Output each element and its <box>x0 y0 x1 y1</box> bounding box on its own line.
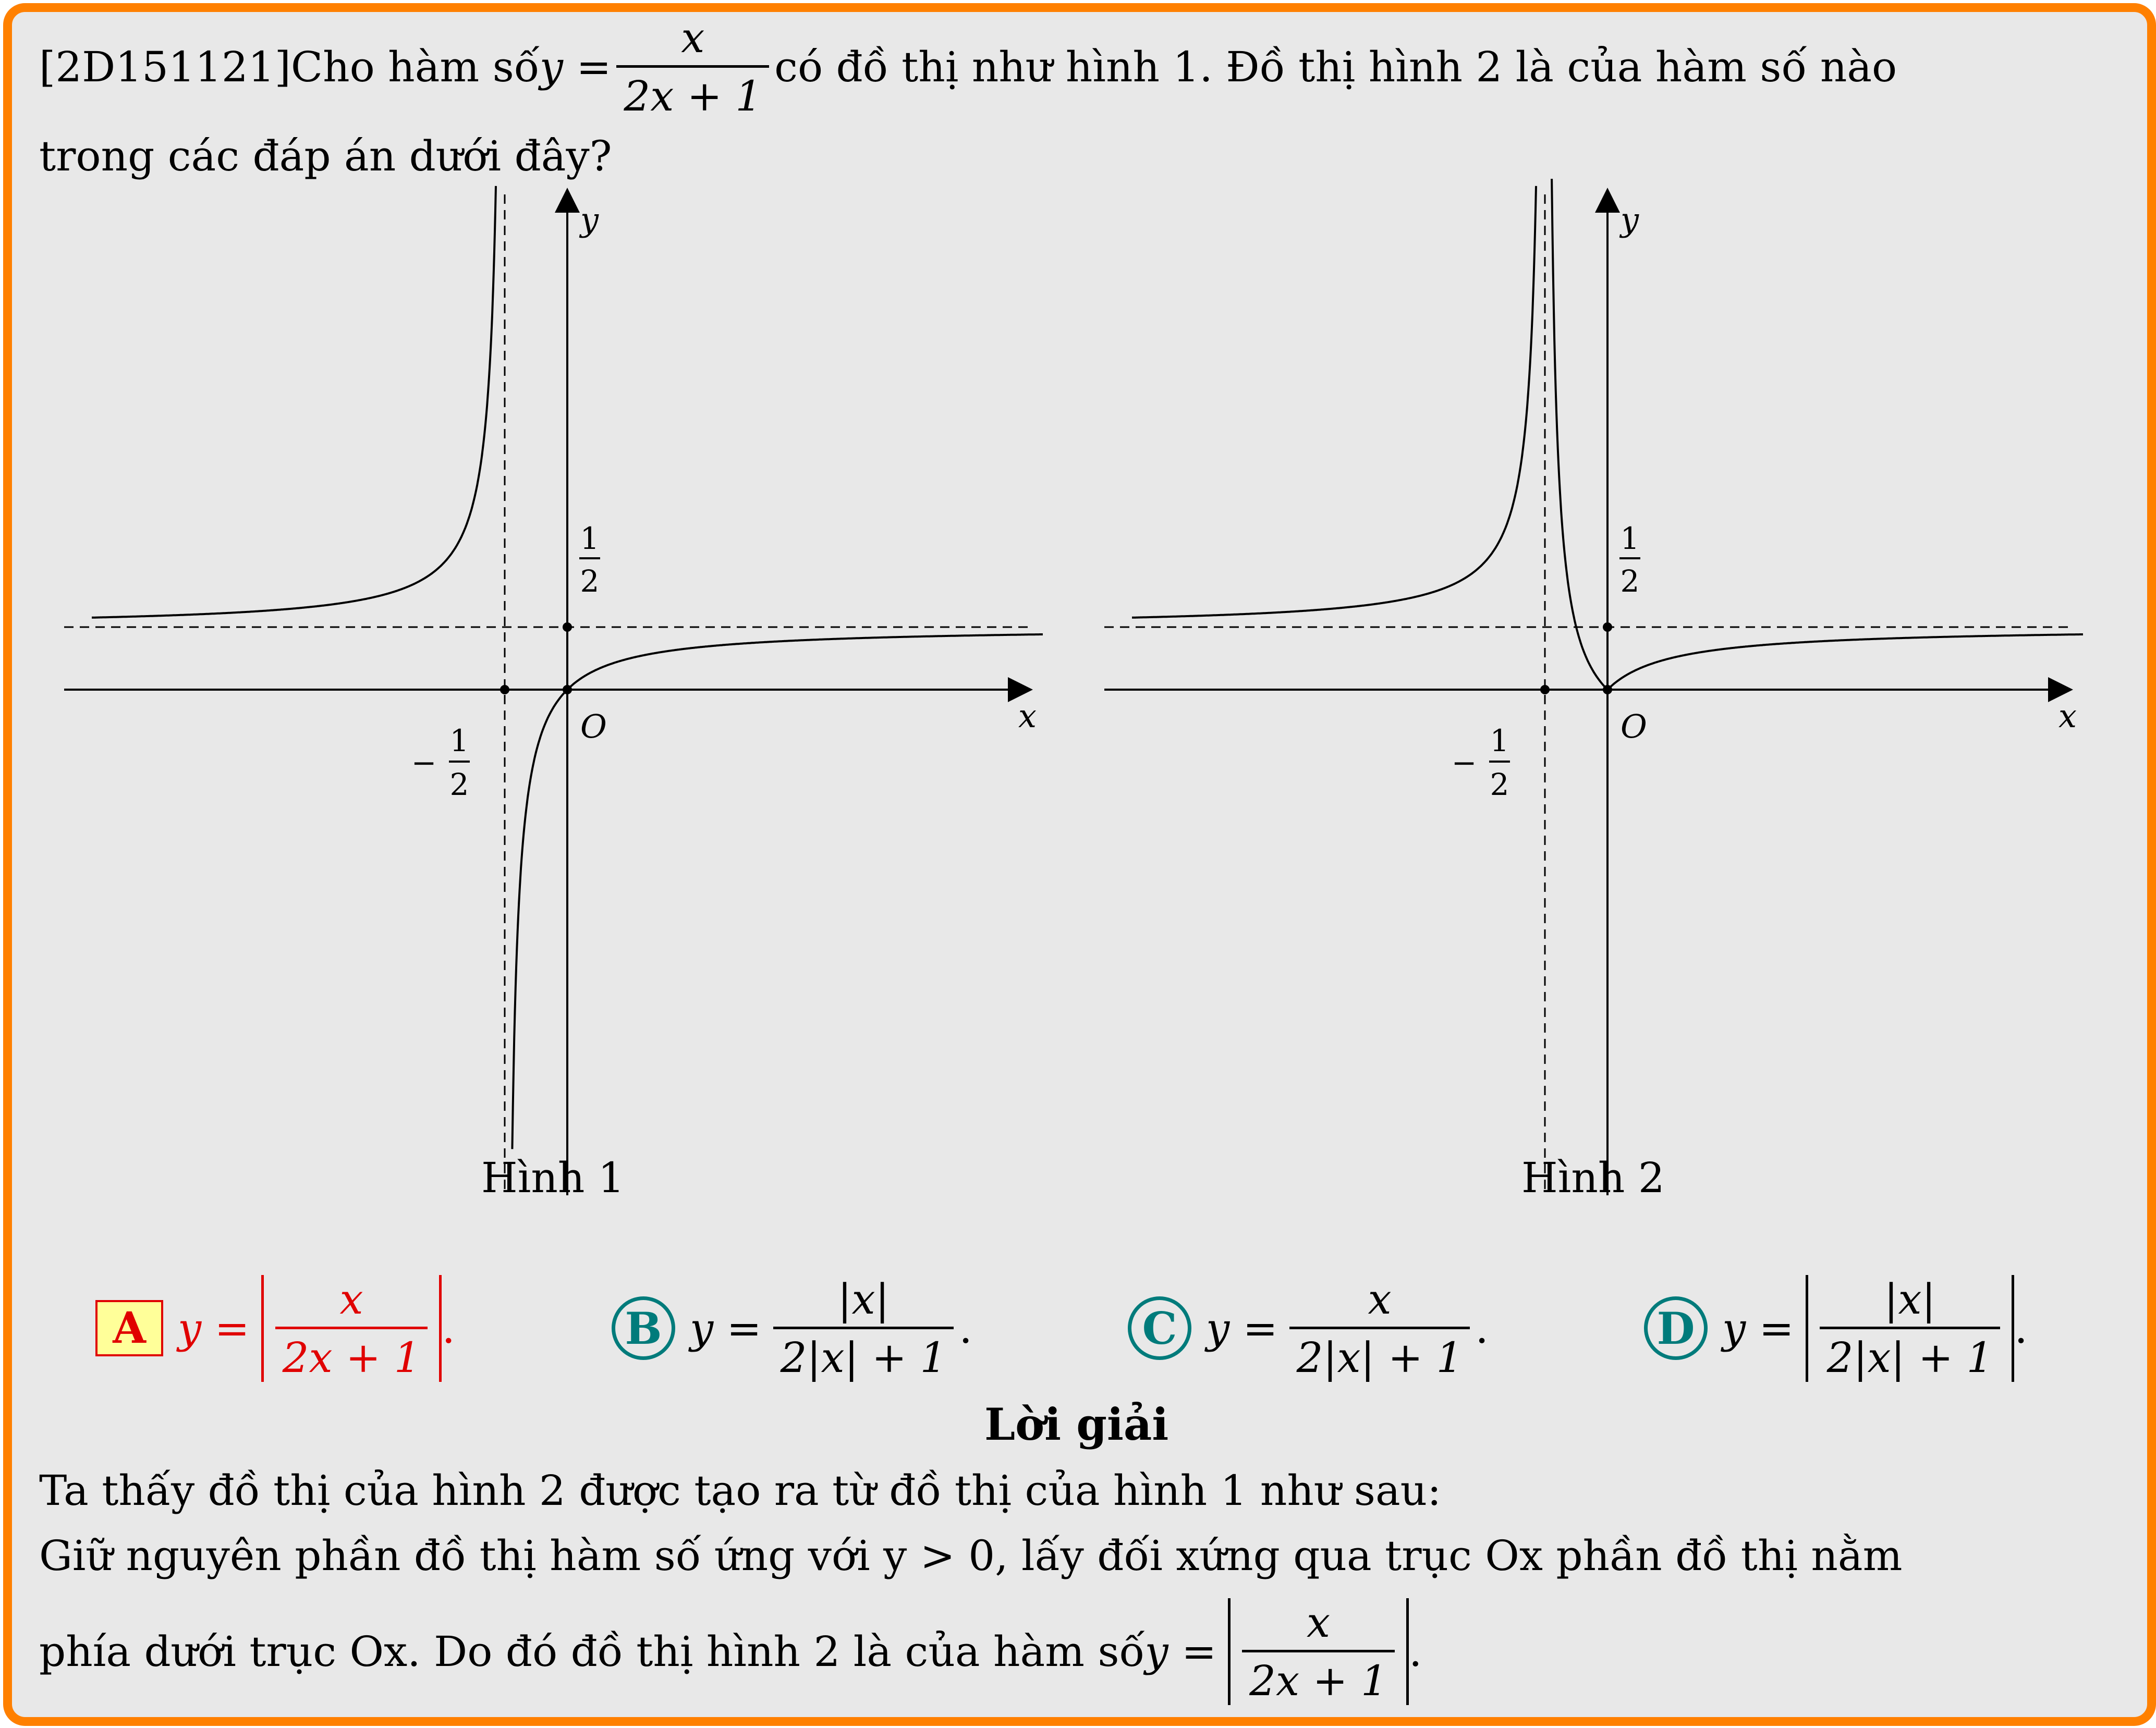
marked-point <box>500 685 509 694</box>
option-a-fraction: x 2x + 1 <box>275 1275 428 1382</box>
h-asymptote-den: 2 <box>1621 563 1640 599</box>
solution-abs: x 2x + 1 <box>1228 1598 1409 1705</box>
graph-figure-2: x y O 1 2 − 1 2 <box>1104 179 2083 1195</box>
option-b-fraction: |x| 2|x| + 1 <box>773 1275 954 1382</box>
question-fraction: x 2x + 1 <box>616 13 770 120</box>
option-b-y-eq: y = <box>690 1304 762 1353</box>
option-b-suffix: . <box>959 1304 972 1353</box>
marked-point <box>1603 685 1612 694</box>
marked-point <box>563 685 572 694</box>
y-axis-label: y <box>579 201 599 239</box>
question-prefix: [2D151121]Cho hàm số <box>39 42 540 91</box>
v-asymptote-num: 1 <box>450 723 469 758</box>
option-c-num: x <box>1368 1274 1392 1323</box>
option-a-den: 2x + 1 <box>275 1326 428 1382</box>
option-c-suffix: . <box>1475 1304 1489 1353</box>
h-asymptote-num: 1 <box>1621 521 1640 556</box>
option-c-y-eq: y = <box>1206 1304 1278 1353</box>
curve-right-branch <box>1551 179 2083 691</box>
option-a-badge: A <box>95 1300 163 1356</box>
question-line-1: [2D151121]Cho hàm số y = x 2x + 1 có đồ … <box>39 12 1897 121</box>
v-asymptote-sign: − <box>1452 745 1477 780</box>
question-y-eq: y = <box>539 42 612 91</box>
curve-left-branch <box>92 186 497 619</box>
option-b-num: |x| <box>837 1274 890 1323</box>
option-c[interactable]: C y = x 2|x| + 1 . <box>1128 1263 1489 1393</box>
figure-1-caption: Hình 1 <box>481 1154 625 1202</box>
option-d-suffix: . <box>2014 1304 2028 1353</box>
solution-line-1: Ta thấy đồ thị của hình 2 được tạo ra từ… <box>39 1466 1442 1515</box>
option-d[interactable]: D y = |x| 2|x| + 1 . <box>1644 1263 2028 1393</box>
option-a-num: x <box>339 1274 363 1323</box>
marked-point <box>1603 622 1612 632</box>
h-asymptote-num: 1 <box>580 521 600 556</box>
origin-label: O <box>1621 707 1647 745</box>
solution-fraction: x 2x + 1 <box>1242 1598 1395 1705</box>
question-denominator: 2x + 1 <box>616 65 770 120</box>
option-a-abs: x 2x + 1 <box>261 1274 442 1382</box>
option-a-suffix: . <box>442 1304 455 1353</box>
y-axis-label: y <box>1619 201 1639 239</box>
option-a[interactable]: A y = x 2x + 1 . <box>95 1263 455 1393</box>
option-d-den: 2|x| + 1 <box>1819 1326 2001 1382</box>
curve-right-branch <box>511 633 1043 1149</box>
solution-den: 2x + 1 <box>1242 1649 1395 1705</box>
option-d-fraction: |x| 2|x| + 1 <box>1819 1274 2001 1382</box>
x-axis-label: x <box>1018 697 1037 735</box>
option-d-abs: |x| 2|x| + 1 <box>1805 1274 2015 1382</box>
curve-left-branch <box>1132 186 1537 619</box>
graph-figure-1: x y O 1 2 − 1 2 <box>64 186 1043 1195</box>
marked-point <box>563 622 572 632</box>
origin-label: O <box>580 707 607 745</box>
solution-suffix: . <box>1408 1627 1422 1676</box>
h-asymptote-den: 2 <box>580 563 600 599</box>
question-line-2: trong các đáp án dưới đây? <box>39 132 612 180</box>
x-axis-label: x <box>2058 697 2077 735</box>
figure-2-caption: Hình 2 <box>1521 1154 1665 1202</box>
option-c-den: 2|x| + 1 <box>1289 1326 1470 1382</box>
v-asymptote-sign: − <box>411 745 437 780</box>
option-d-y-eq: y = <box>1722 1304 1794 1353</box>
v-asymptote-den: 2 <box>450 767 469 802</box>
solution-line-3: phía dưới trục Ox. Do đó đồ thị hình 2 l… <box>39 1591 1422 1711</box>
option-b-badge: B <box>612 1296 675 1360</box>
v-asymptote-den: 2 <box>1490 767 1509 802</box>
question-numerator: x <box>681 13 705 62</box>
option-b[interactable]: B y = |x| 2|x| + 1 . <box>612 1263 972 1393</box>
option-b-den: 2|x| + 1 <box>773 1326 954 1382</box>
solution-y-eq: y = <box>1144 1627 1217 1676</box>
question-suffix: có đồ thị như hình 1. Đồ thị hình 2 là c… <box>774 42 1897 91</box>
option-a-y-eq: y = <box>178 1304 250 1353</box>
option-c-badge: C <box>1128 1296 1191 1360</box>
solution-heading: Lời giải <box>984 1399 1169 1450</box>
solution-num: x <box>1306 1598 1331 1647</box>
solution-line-2: Giữ nguyên phần đồ thị hàm số ứng với y … <box>39 1531 1903 1580</box>
marked-point <box>1540 685 1550 694</box>
v-asymptote-num: 1 <box>1490 723 1509 758</box>
solution-line-3-prefix: phía dưới trục Ox. Do đó đồ thị hình 2 l… <box>39 1627 1145 1676</box>
option-d-num: |x| <box>1884 1274 1936 1323</box>
option-c-fraction: x 2|x| + 1 <box>1289 1275 1470 1382</box>
option-d-badge: D <box>1644 1296 1708 1360</box>
problem-card: [2D151121]Cho hàm số y = x 2x + 1 có đồ … <box>3 3 2156 1726</box>
